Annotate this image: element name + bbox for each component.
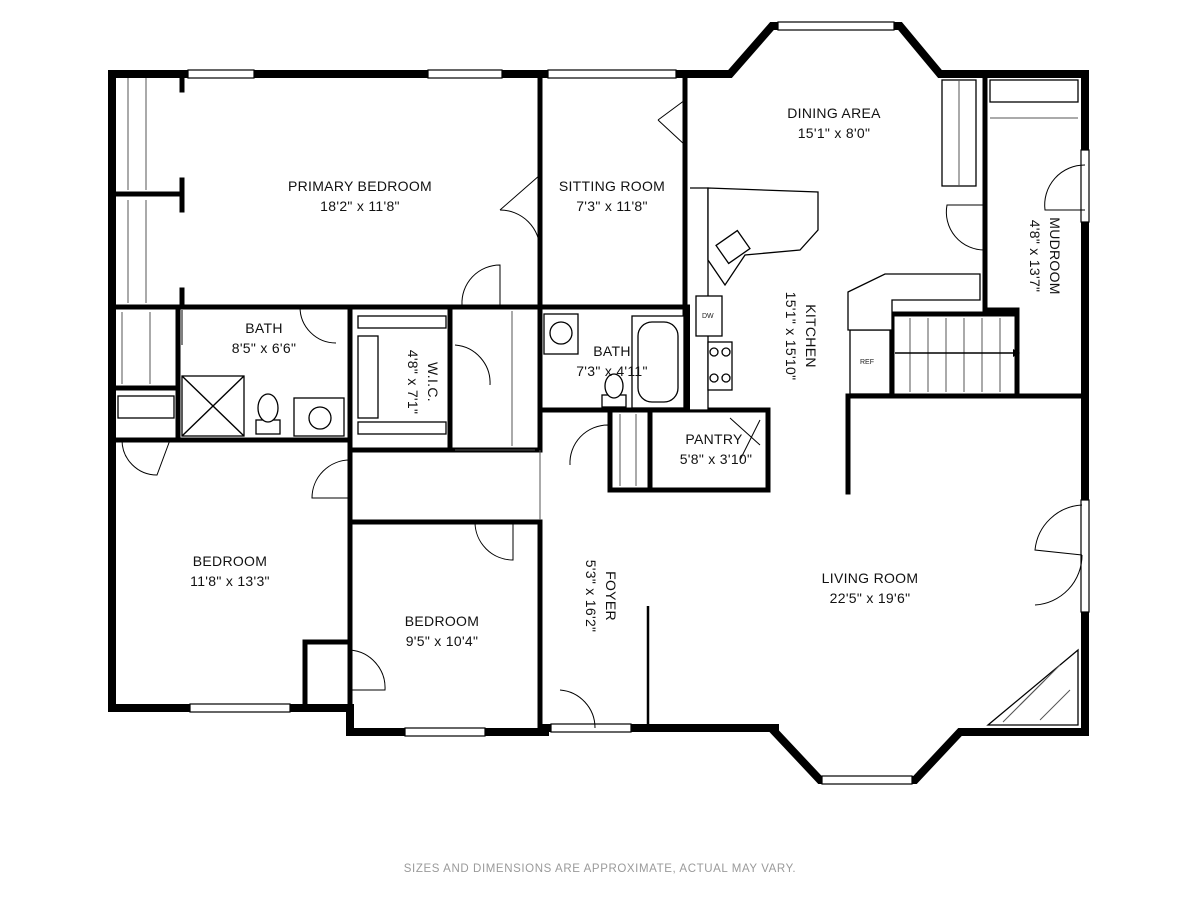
room-labels: PRIMARY BEDROOM 18'2" x 11'8" SITTING RO… bbox=[190, 105, 1063, 649]
room-name-sitting-room: SITTING ROOM bbox=[559, 178, 665, 194]
room-dims-hall-bath: 7'3" x 4'11" bbox=[576, 363, 648, 379]
room-dims-primary-bedroom: 18'2" x 11'8" bbox=[320, 198, 400, 214]
room-name-foyer: FOYER bbox=[603, 571, 619, 621]
refrigerator-label: REF bbox=[860, 359, 874, 366]
room-dims-living-room: 22'5" x 19'6" bbox=[830, 590, 911, 606]
room-name-bedroom-2: BEDROOM bbox=[405, 613, 479, 629]
windows bbox=[187, 21, 1090, 785]
room-name-mudroom: MUDROOM bbox=[1047, 217, 1063, 295]
room-name-pantry: PANTRY bbox=[685, 431, 743, 447]
room-name-primary-bath: BATH bbox=[245, 320, 283, 336]
room-dims-dining-area: 15'1" x 8'0" bbox=[798, 125, 871, 141]
room-dims-kitchen: 15'1" x 15'10" bbox=[783, 292, 799, 381]
room-name-living-room: LIVING ROOM bbox=[822, 570, 919, 586]
doors bbox=[121, 99, 1086, 729]
room-name-bedroom-1: BEDROOM bbox=[193, 553, 267, 569]
disclaimer-text: SIZES AND DIMENSIONS ARE APPROXIMATE, AC… bbox=[404, 863, 796, 875]
room-dims-foyer: 5'3" x 16'2" bbox=[583, 560, 599, 633]
room-dims-bedroom-2: 9'5" x 10'4" bbox=[406, 633, 479, 649]
room-dims-pantry: 5'8" x 3'10" bbox=[680, 451, 753, 467]
fixtures: DW REF bbox=[117, 78, 1079, 726]
room-name-primary-bedroom: PRIMARY BEDROOM bbox=[288, 178, 432, 194]
room-name-dining-area: DINING AREA bbox=[787, 105, 881, 121]
room-dims-mudroom: 4'8" x 13'7" bbox=[1027, 220, 1043, 293]
room-name-hall-bath: BATH bbox=[593, 343, 631, 359]
room-dims-primary-bath: 8'5" x 6'6" bbox=[232, 340, 297, 356]
room-dims-sitting-room: 7'3" x 11'8" bbox=[576, 198, 648, 214]
room-dims-wic: 4'8" x 7'1" bbox=[405, 350, 421, 415]
exterior-walls bbox=[108, 22, 1089, 784]
room-name-wic: W.I.C. bbox=[425, 362, 441, 402]
interior-walls bbox=[109, 71, 1088, 735]
dishwasher-label: DW bbox=[702, 313, 714, 320]
room-name-kitchen: KITCHEN bbox=[803, 304, 819, 368]
room-dims-bedroom-1: 11'8" x 13'3" bbox=[190, 573, 270, 589]
